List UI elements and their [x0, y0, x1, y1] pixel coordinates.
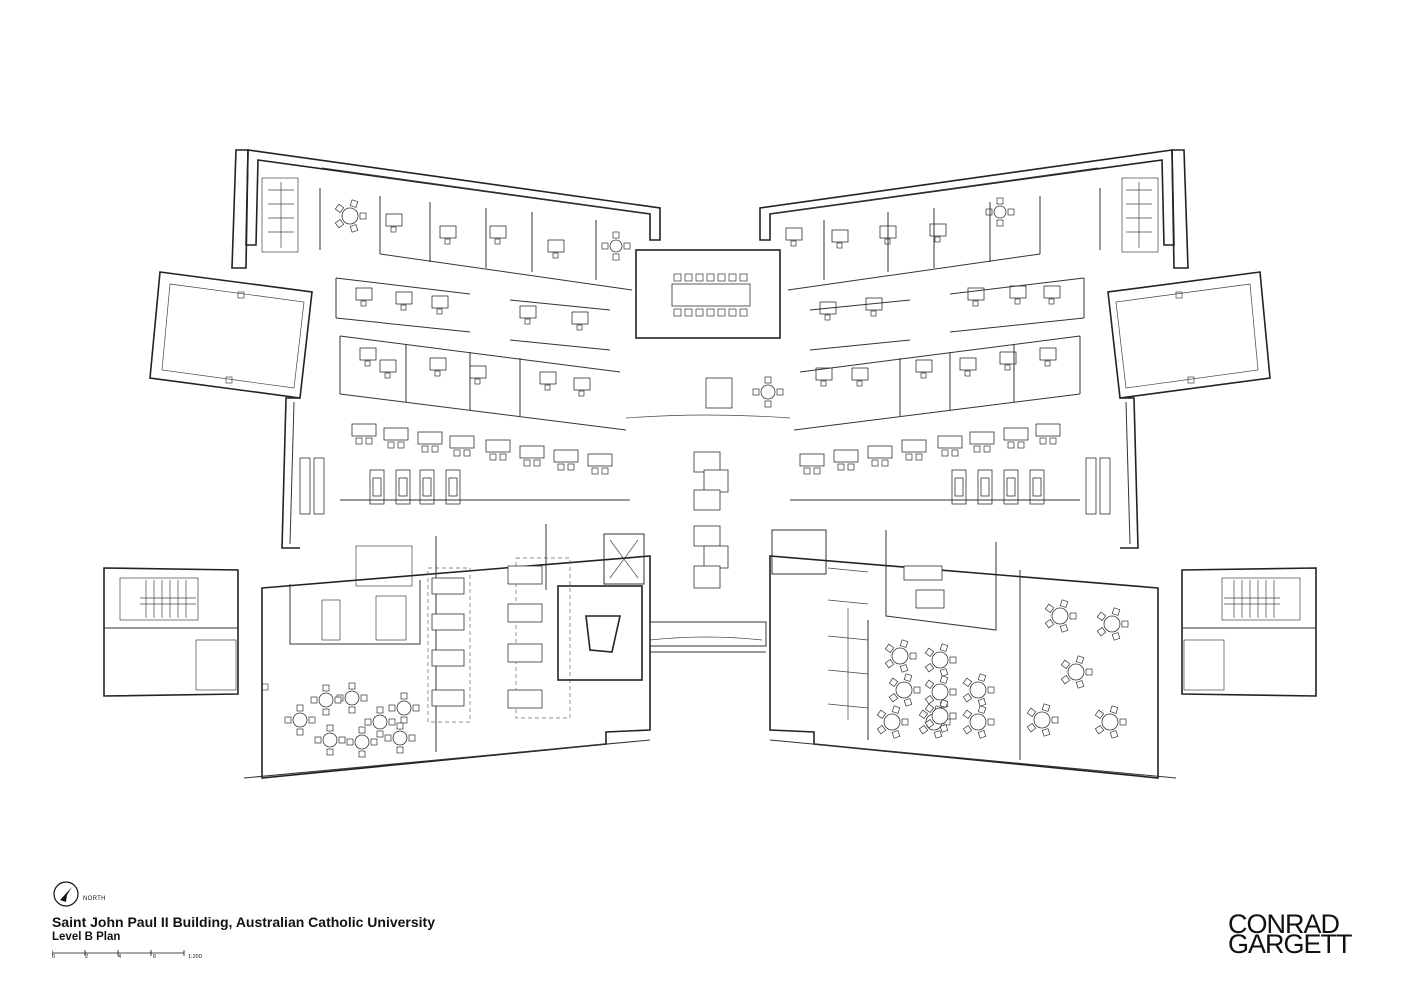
scale-tick: 2 [85, 954, 89, 960]
north-arrow-icon [53, 881, 79, 907]
scale-ratio: 1:200 [188, 954, 202, 960]
drawing-title: Saint John Paul II Building, Australian … [52, 914, 435, 930]
scale-tick: 4 [118, 954, 122, 960]
scale-tick: 6 [153, 954, 157, 960]
scale-bar: 0 2 4 6 1:200 [52, 950, 212, 964]
logo-line-1: CONRAD [1228, 909, 1340, 939]
architect-logo: CONRAD GARGETT [1228, 909, 1353, 959]
logo-line-2: GARGETT [1228, 929, 1353, 959]
north-label: NORTH [83, 896, 106, 902]
east-wing [759, 149, 1317, 779]
drawing-subtitle: Level B Plan [52, 931, 121, 943]
central-atrium [334, 197, 1015, 653]
scale-tick: 0 [52, 954, 56, 960]
west-wing [103, 149, 661, 779]
